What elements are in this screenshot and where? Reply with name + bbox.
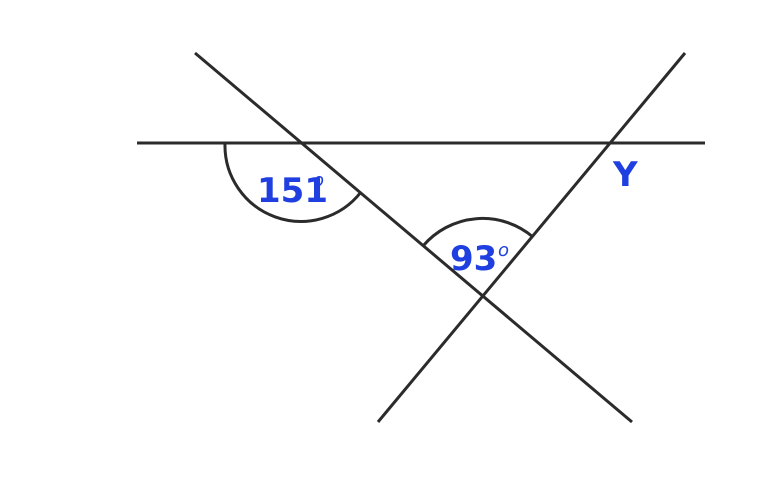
angle-arc-93 [421,216,534,247]
unknown-angle-label: Y [612,155,638,195]
degree-symbol-151: o [313,170,324,191]
angle-label-151: 151 [257,171,328,211]
descending-transversal [194,51,633,424]
angle-label-93: 93 [450,239,497,279]
angle-arc-151 [223,142,363,223]
degree-symbol-93: o [498,240,509,261]
